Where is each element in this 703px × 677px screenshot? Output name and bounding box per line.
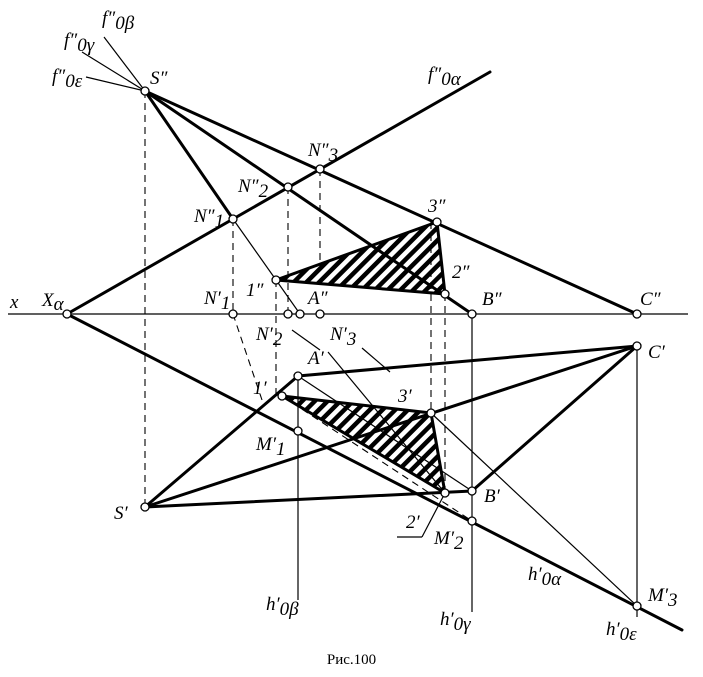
edge-A1-B1 [297, 375, 473, 492]
label-h0-alpha: h′0α [528, 564, 562, 590]
point-N1-front [228, 214, 238, 224]
label-M3: M′3 [647, 585, 677, 611]
edge-S2-A2-visible [143, 89, 235, 221]
trace-f0-epsilon [85, 76, 146, 92]
label-h0-beta: h′0β [266, 594, 299, 620]
label-f0-gamma: f″0γ [64, 30, 95, 56]
label-C2: C″ [640, 289, 662, 310]
dash-N2-front [287, 168, 321, 188]
point-Xa [62, 309, 72, 319]
label-N2-top: N′2 [255, 324, 283, 350]
label-2-top: 2′ [406, 512, 421, 533]
point-M2 [467, 516, 477, 526]
point-A1 [293, 371, 303, 381]
label-N1-axis: N′1 [203, 288, 230, 314]
leader-2-prime-slant [421, 492, 446, 538]
point-1-front [271, 275, 281, 285]
label-N3-top: N′3 [329, 324, 356, 350]
label-B2: B″ [482, 289, 503, 310]
label-S1: S′ [114, 503, 129, 524]
label-f0-beta: f″0β [102, 8, 135, 34]
dashed-N1-N3-front [232, 168, 321, 220]
edge-S2-A2-inner [232, 218, 301, 315]
label-N3-front: N″3 [307, 140, 338, 166]
point-A-axis [295, 309, 305, 319]
edge-S1-A1 [143, 374, 300, 509]
edge-A1-C1 [296, 344, 639, 378]
section-top-edge-2-1 [280, 394, 447, 495]
point-S2 [140, 86, 150, 96]
line-3-M3 [430, 412, 638, 607]
label-M2: M′2 [433, 528, 464, 554]
point-N1-axis [228, 309, 238, 319]
point-S1 [140, 502, 150, 512]
point-2-top [440, 488, 450, 498]
label-f0-alpha: f″0α [428, 64, 462, 90]
section-top-edge-3-2 [429, 411, 447, 495]
point-N2-front [283, 182, 293, 192]
edge-S1-C1 [143, 344, 639, 509]
label-x: x [9, 292, 19, 313]
label-A1: A′ [306, 348, 325, 369]
line-N3-leader [361, 347, 391, 373]
edge-S2-C2 [143, 89, 639, 316]
point-1-top [277, 391, 287, 401]
label-N2-front: N″2 [237, 176, 269, 202]
section-front-view [276, 222, 445, 294]
edge-B1-C1 [470, 344, 639, 493]
line-N3-to-2 [327, 351, 446, 494]
figure-caption: Рис.100 [326, 652, 377, 668]
point-A2 [315, 309, 325, 319]
label-C1: C′ [648, 342, 666, 363]
point-N3-front [315, 164, 325, 174]
label-A2: A″ [306, 288, 329, 309]
trace-f0-beta [103, 36, 146, 92]
label-Xa: Xα [41, 290, 65, 315]
point-N2-axis [283, 309, 293, 319]
label-1-top: 1′ [253, 378, 268, 399]
trace-h0-alpha [65, 312, 684, 632]
point-3-top [426, 408, 436, 418]
label-1-front: 1″ [246, 280, 265, 301]
dashed-1-M2-top [281, 395, 473, 522]
trace-f0-gamma [81, 51, 146, 92]
label-M1: M′1 [255, 434, 285, 460]
section-front-edge-2-1 [274, 278, 447, 296]
point-M3 [632, 601, 642, 611]
label-N1-front: N″1 [193, 206, 224, 232]
edge-S2-B2 [143, 89, 474, 316]
section-top-edge-1-3 [280, 394, 433, 415]
edge-S1-B1 [143, 489, 474, 509]
label-f0-epsilon: f″0ε [52, 66, 83, 92]
label-h0-gamma: h′0γ [440, 609, 471, 635]
label-2-front: 2″ [452, 262, 471, 283]
label-B1: B′ [484, 486, 501, 507]
label-S2: S″ [150, 68, 169, 89]
label-h0-epsilon: h′0ε [606, 619, 637, 645]
line-N2-leader [291, 329, 321, 351]
point-M1 [293, 426, 303, 436]
point-3-front [432, 217, 442, 227]
point-2-front [440, 289, 450, 299]
label-3-top: 3′ [397, 386, 413, 407]
point-B2 [467, 309, 477, 319]
label-3-front: 3″ [427, 196, 447, 217]
point-B1 [467, 486, 477, 496]
point-C2 [632, 309, 642, 319]
point-C1 [632, 341, 642, 351]
labels: x Xα f″0β f″0γ f″0ε f″0α S″ N″3 N″2 N″1 … [9, 8, 677, 645]
section-front-edge-1-3 [274, 220, 439, 282]
link-N1-to-M1 [232, 313, 263, 401]
points [62, 86, 642, 611]
section-front-edge-3-2 [435, 220, 447, 296]
